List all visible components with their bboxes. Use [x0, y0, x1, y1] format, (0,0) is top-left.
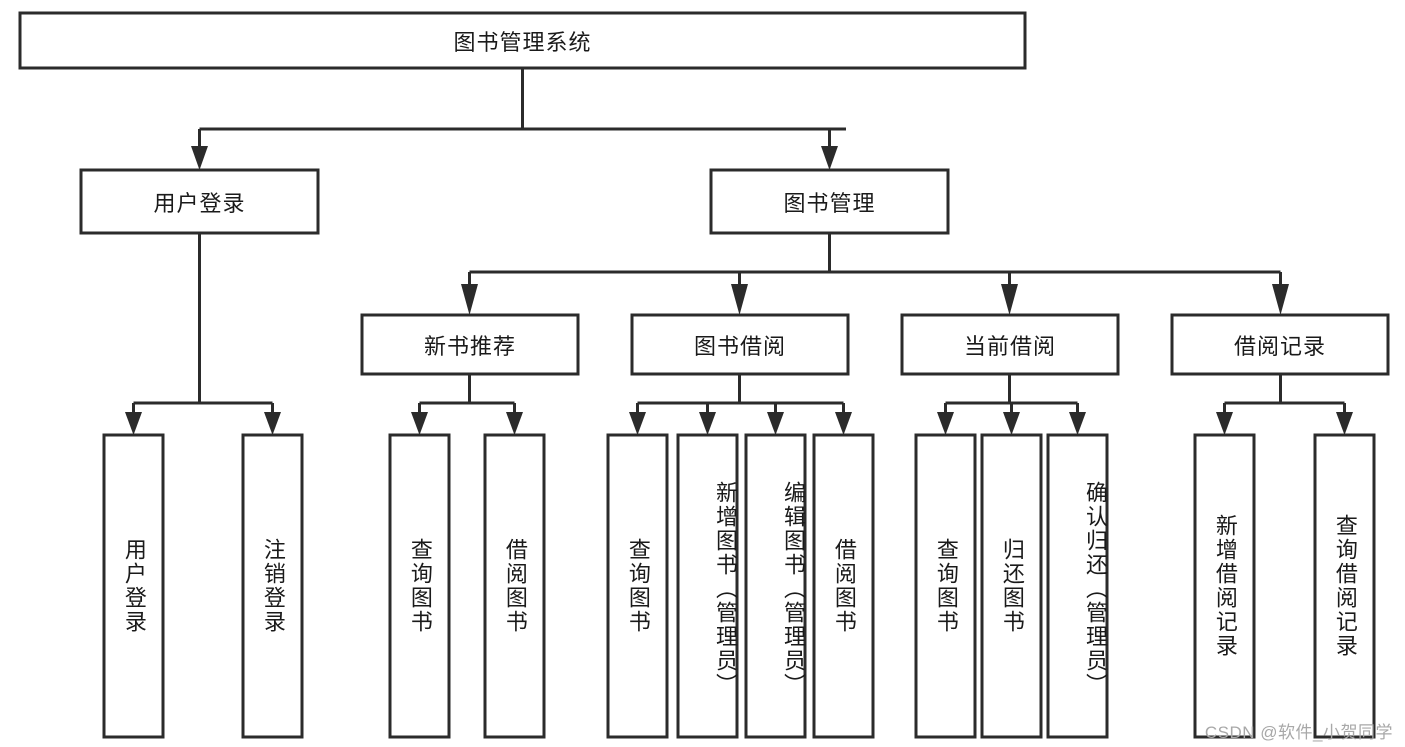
arrow-head-leaf-add-book: [699, 412, 716, 435]
node-box-leaf-query-record[interactable]: [1313, 433, 1376, 739]
node-box-new-book-recommend[interactable]: [360, 313, 580, 376]
node-box-borrow-record[interactable]: [1170, 313, 1390, 376]
arrow-head-new-book-recommend: [461, 284, 478, 315]
arrow-head-current-borrow: [1001, 284, 1018, 315]
arrow-head-leaf-edit-book: [767, 412, 784, 435]
arrow-head-leaf-borrow-book: [835, 412, 852, 435]
connector-layer: [125, 68, 1353, 435]
node-box-leaf-logout[interactable]: [241, 433, 304, 739]
arrow-head-leaf-confirm-return: [1069, 412, 1086, 435]
arrow-head-leaf-borrow-book-rec: [506, 412, 523, 435]
node-box-leaf-borrow-book[interactable]: [812, 433, 875, 739]
node-box-leaf-query-book-borrow[interactable]: [606, 433, 669, 739]
arrow-head-book-borrow: [731, 284, 748, 315]
node-box-layer: [18, 11, 1390, 739]
arrow-head-leaf-return-book: [1003, 412, 1020, 435]
node-box-leaf-edit-book[interactable]: [744, 433, 807, 739]
arrow-head-leaf-query-book-borrow: [629, 412, 646, 435]
node-box-leaf-add-book[interactable]: [676, 433, 739, 739]
node-box-book-borrow[interactable]: [630, 313, 850, 376]
arrow-head-leaf-query-record: [1336, 412, 1353, 435]
node-box-leaf-borrow-book-rec[interactable]: [483, 433, 546, 739]
node-box-root[interactable]: [18, 11, 1027, 70]
node-box-leaf-confirm-return[interactable]: [1046, 433, 1109, 739]
node-box-leaf-query-book-rec[interactable]: [388, 433, 451, 739]
csdn-watermark: CSDN @软件_小贺同学: [1204, 723, 1393, 742]
arrow-head-leaf-query-book-rec: [411, 412, 428, 435]
node-box-current-borrow[interactable]: [900, 313, 1120, 376]
node-box-leaf-query-book-cur[interactable]: [914, 433, 977, 739]
node-box-user-login[interactable]: [79, 168, 320, 235]
node-box-leaf-add-record[interactable]: [1193, 433, 1256, 739]
arrow-head-leaf-query-book-cur: [937, 412, 954, 435]
arrow-head-borrow-record: [1272, 284, 1289, 315]
arrow-head-book-manage: [821, 146, 838, 170]
node-box-book-manage[interactable]: [709, 168, 950, 235]
arrow-head-leaf-logout: [264, 412, 281, 435]
arrow-head-leaf-user-login: [125, 412, 142, 435]
node-box-leaf-return-book[interactable]: [980, 433, 1043, 739]
arrow-head-user-login: [191, 146, 208, 170]
arrow-head-leaf-add-record: [1216, 412, 1233, 435]
node-box-leaf-user-login[interactable]: [102, 433, 165, 739]
